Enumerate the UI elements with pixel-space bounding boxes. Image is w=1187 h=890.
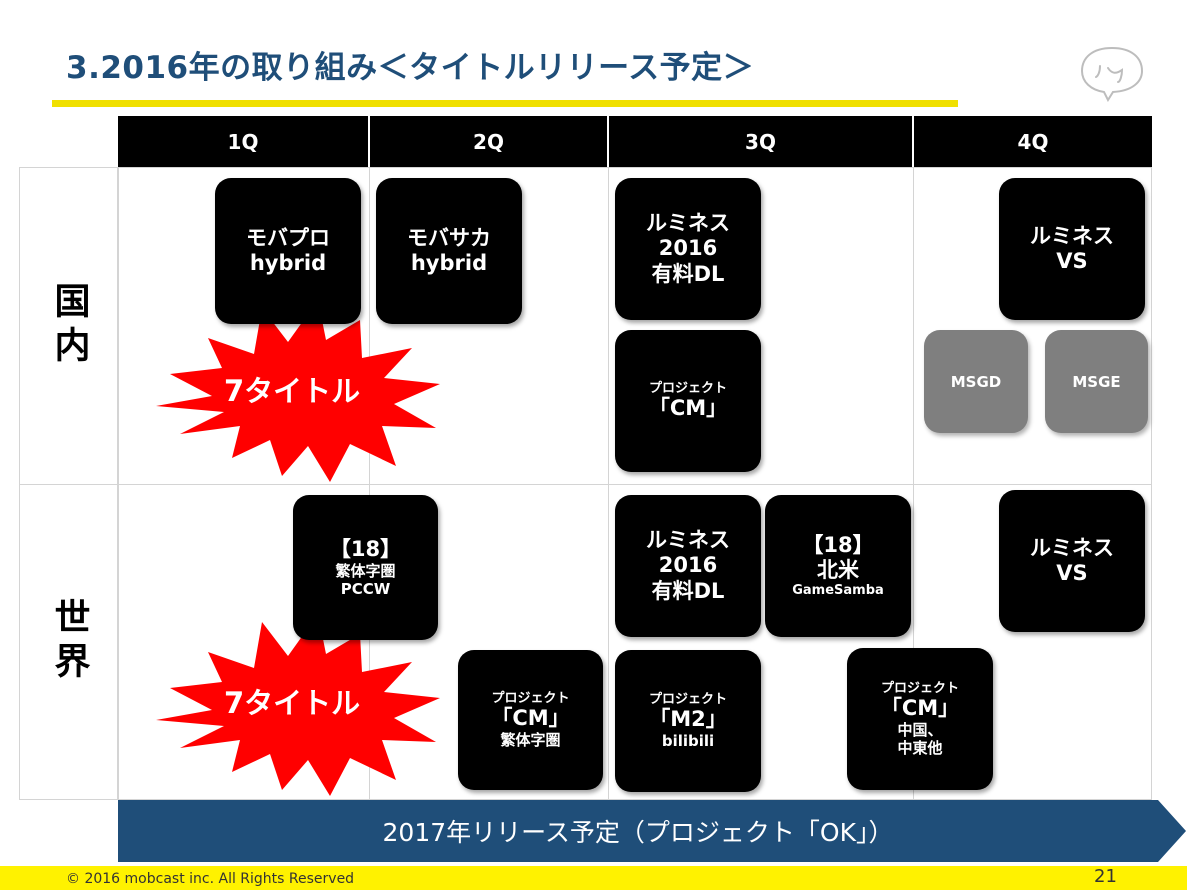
burst-domestic-label: 7タイトル bbox=[224, 374, 361, 408]
tile-global-na18: 【18】 北米 GameSamba bbox=[765, 495, 911, 637]
quarter-header-4q: 4Q bbox=[914, 116, 1152, 167]
row-header-domestic: 国内 bbox=[19, 167, 118, 485]
tile-global-project-cm-tw: プロジェクト 「CM」 繁体字圏 bbox=[458, 650, 603, 790]
tile-global-project-cm-cn-line4: 中東他 bbox=[897, 739, 943, 758]
tile-global-project-m2-line3: bilibili bbox=[661, 732, 715, 751]
tile-global-project-m2: プロジェクト 「M2」 bilibili bbox=[615, 650, 761, 792]
tile-global-pccw-line3: PCCW bbox=[340, 580, 391, 599]
tile-domestic-luminess-dl: ルミネス 2016 有料DL bbox=[615, 178, 761, 320]
page-number: 21 bbox=[1094, 866, 1117, 887]
tile-global-luminess-vs-line2: VS bbox=[1056, 561, 1088, 585]
release-banner-label: 2017年リリース予定（プロジェクト「OK」） bbox=[382, 818, 894, 847]
quarter-header-3q: 3Q bbox=[609, 116, 914, 167]
tile-domestic-luminess-vs-line1: ルミネス bbox=[1030, 223, 1114, 248]
title-underline bbox=[52, 100, 958, 107]
tile-global-luminess-dl-line2: 2016 bbox=[658, 553, 718, 578]
tile-domestic-luminess-dl-line1: ルミネス bbox=[646, 211, 730, 236]
tile-global-luminess-vs: ルミネス VS bbox=[999, 490, 1145, 632]
tile-domestic-msge-label: MSGE bbox=[1072, 372, 1121, 391]
burst-domestic-icon bbox=[156, 300, 440, 482]
footer-bar bbox=[0, 866, 1187, 890]
tile-domestic-luminess-vs: ルミネス VS bbox=[999, 178, 1145, 320]
tile-global-pccw-line1: 【18】 bbox=[329, 536, 402, 561]
tile-global-luminess-dl-line3: 有料DL bbox=[651, 578, 725, 603]
tile-domestic-mobapro-line2: hybrid bbox=[249, 251, 327, 275]
tile-domestic-luminess-dl-line3: 有料DL bbox=[651, 261, 725, 286]
row-header-domestic-label: 国内 bbox=[48, 282, 90, 370]
tile-global-na18-line1: 【18】 bbox=[802, 533, 874, 558]
tile-global-project-cm-cn-line2: 「CM」 bbox=[880, 696, 960, 721]
tile-domestic-project-cm-line1: プロジェクト bbox=[648, 380, 727, 396]
tile-global-project-cm-tw-line2: 「CM」 bbox=[491, 706, 570, 731]
tile-global-project-cm-tw-line3: 繁体字圏 bbox=[500, 731, 561, 750]
tile-domestic-luminess-vs-line2: VS bbox=[1056, 249, 1088, 273]
tile-domestic-project-cm-line2: 「CM」 bbox=[648, 396, 728, 421]
tile-domestic-msgd: MSGD bbox=[924, 330, 1028, 433]
tile-domestic-mobasaka-line2: hybrid bbox=[410, 251, 488, 275]
tile-domestic-mobasaka-line1: モバサカ bbox=[407, 225, 491, 250]
tile-global-pccw-line2: 繁体字圏 bbox=[335, 562, 396, 581]
burst-global-icon bbox=[156, 614, 440, 796]
tile-global-project-cm-cn-line3: 中国、 bbox=[897, 721, 943, 740]
tile-domestic-mobasaka: モバサカ hybrid bbox=[376, 178, 522, 324]
tile-global-na18-line2: 北米 bbox=[817, 558, 859, 583]
quarter-header-2q: 2Q bbox=[370, 116, 609, 167]
tile-global-luminess-vs-line1: ルミネス bbox=[1030, 535, 1114, 560]
tile-global-project-m2-line1: プロジェクト bbox=[648, 691, 727, 707]
copyright: © 2016 mobcast inc. All Rights Reserved bbox=[66, 871, 355, 887]
tile-global-luminess-dl-line1: ルミネス bbox=[646, 528, 730, 553]
row-header-global-label: 世界 bbox=[48, 598, 90, 686]
tile-global-project-cm-cn: プロジェクト 「CM」 中国、 中東他 bbox=[847, 648, 993, 790]
release-banner-arrow bbox=[118, 800, 1186, 862]
tile-global-luminess-dl: ルミネス 2016 有料DL bbox=[615, 495, 761, 637]
tile-global-project-cm-cn-line1: プロジェクト bbox=[880, 680, 959, 696]
mascot-bubble-icon bbox=[1080, 46, 1144, 102]
slide-title: 3.2016年の取り組み＜タイトルリリース予定＞ bbox=[66, 50, 755, 86]
tile-domestic-mobapro: モバプロ hybrid bbox=[215, 178, 361, 324]
burst-global-label: 7タイトル bbox=[224, 686, 361, 720]
tile-domestic-msgd-label: MSGD bbox=[950, 372, 1002, 391]
tile-domestic-msge: MSGE bbox=[1045, 330, 1148, 433]
tile-domestic-luminess-dl-line2: 2016 bbox=[658, 236, 718, 261]
tile-global-pccw: 【18】 繁体字圏 PCCW bbox=[293, 495, 438, 640]
tile-domestic-mobapro-line1: モバプロ bbox=[246, 225, 330, 250]
quarter-header-1q: 1Q bbox=[118, 116, 370, 167]
tile-global-project-m2-line2: 「M2」 bbox=[649, 707, 727, 732]
tile-domestic-project-cm: プロジェクト 「CM」 bbox=[615, 330, 761, 472]
tile-global-project-cm-tw-line1: プロジェクト bbox=[491, 690, 570, 706]
tile-global-na18-line3: GameSamba bbox=[792, 583, 884, 599]
row-header-global: 世界 bbox=[19, 484, 118, 800]
